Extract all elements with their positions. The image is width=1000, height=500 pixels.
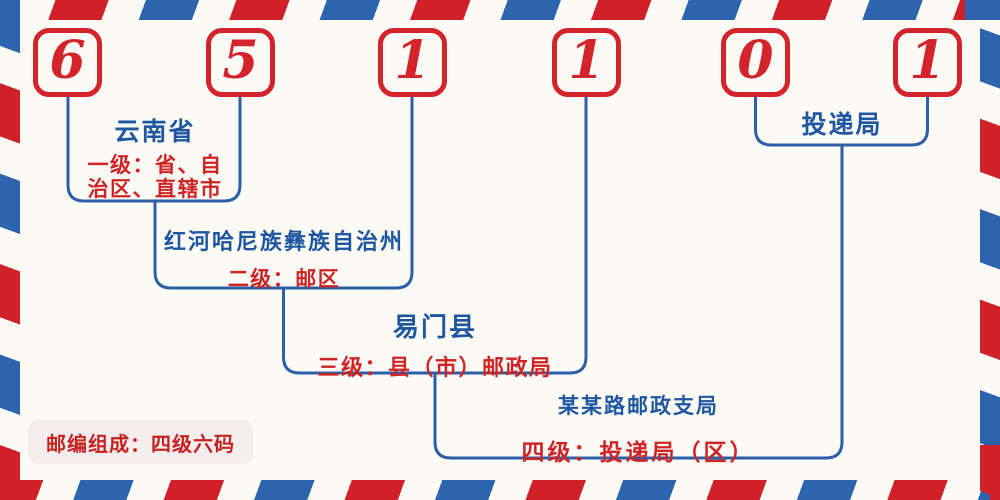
digit-box-3: 1 [378,28,447,97]
level2-desc: 二级：邮区 [227,268,341,291]
airmail-border-bottom [0,480,1000,500]
composition-badge-text: 邮编组成：四级六码 [46,433,235,456]
digit-6: 1 [909,29,946,91]
connector-level4 [433,145,844,460]
digit-box-5: 0 [721,28,790,97]
level3-desc: 三级：县（市）邮政局 [317,355,553,380]
level1-region-name: 云南省 [114,118,196,146]
level1-label: 云南省 一级：省、自 治区、直辖市 [55,112,255,202]
level1-desc-line2: 治区、直辖市 [87,178,223,201]
digit-4: 1 [568,29,605,91]
level2-region-name: 红河哈尼族彝族自治州 [163,229,404,254]
delivery-office-label: 投递局 [772,105,912,141]
level3-region-name: 易门县 [392,312,477,342]
digit-3: 1 [394,29,431,91]
digit-box-2: 5 [206,28,275,97]
composition-badge: 邮编组成：四级六码 [28,420,253,464]
level2-label: 红河哈尼族彝族自治州 二级：邮区 [159,224,409,293]
airmail-border-right [980,0,1000,500]
delivery-office-name: 投递局 [801,111,883,139]
airmail-border-left [0,0,20,500]
digit-1: 6 [49,29,86,91]
level1-desc-line1: 一级：省、自 [87,154,223,177]
digit-2: 5 [222,29,259,91]
level4-label: 某某路邮政支局 四级：投递局（区） [508,390,769,467]
level4-desc: 四级：投递局（区） [521,439,756,465]
connector-delivery [754,96,929,147]
digit-5: 0 [737,29,774,91]
digit-box-1: 6 [33,28,102,97]
digit-box-4: 1 [552,28,621,97]
level3-label: 易门县 三级：县（市）邮政局 [310,307,560,382]
level4-region-name: 某某路邮政支局 [558,395,719,418]
digit-box-6: 1 [893,28,962,97]
airmail-border-top [0,0,1000,20]
